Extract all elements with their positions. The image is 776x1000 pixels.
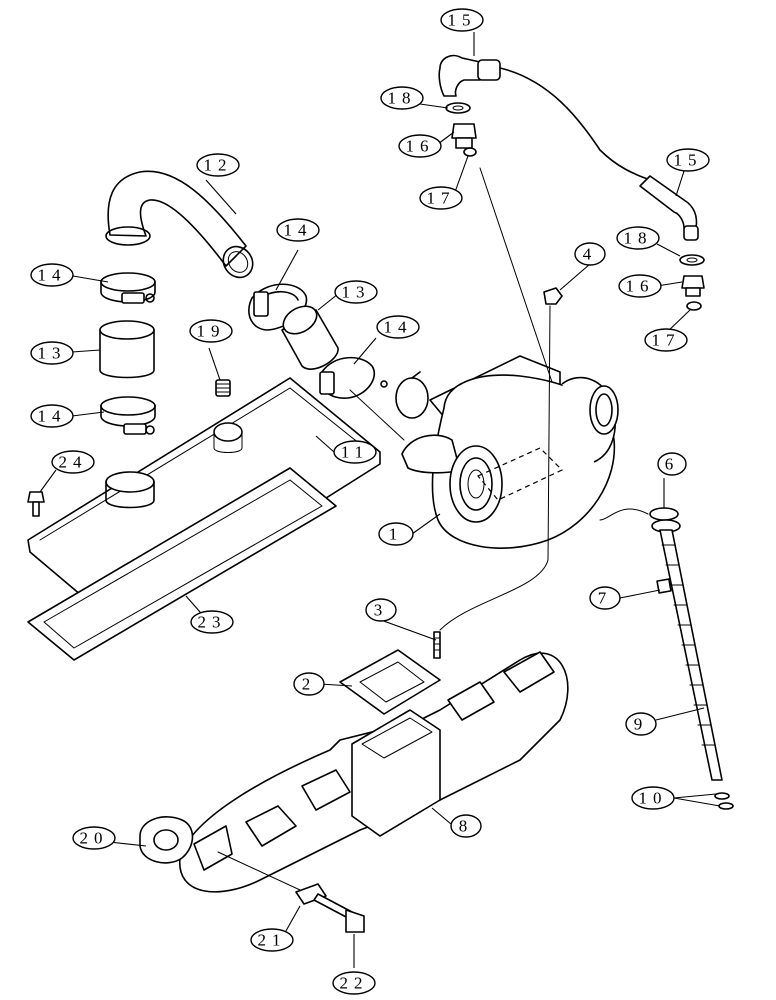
elbow-hose-part xyxy=(105,170,254,279)
callout-label: 7 xyxy=(598,589,613,608)
callout-2: 2 xyxy=(293,672,325,696)
callout-label: 22 xyxy=(340,974,369,993)
callout-label: 2 xyxy=(302,675,317,694)
callout-22: 22 xyxy=(332,971,376,995)
callout-16-top: 16 xyxy=(398,134,442,158)
bolt-part xyxy=(27,491,45,517)
nut-part xyxy=(543,287,563,305)
callout-label: 16 xyxy=(406,137,435,156)
callout-label: 14 xyxy=(384,318,413,337)
callout-label: 17 xyxy=(427,189,456,208)
callout-label: 19 xyxy=(197,322,226,341)
callout-label: 1 xyxy=(389,525,404,544)
washer-part xyxy=(679,254,705,266)
callout-label: 8 xyxy=(459,817,474,836)
adapter-fitting-part xyxy=(681,275,705,297)
callout-3: 3 xyxy=(365,598,397,622)
callout-label: 14 xyxy=(38,407,67,426)
callout-17-top: 17 xyxy=(419,186,463,210)
sleeve-part xyxy=(281,305,339,370)
callout-6: 6 xyxy=(657,452,687,476)
callout-20: 20 xyxy=(72,826,116,850)
callout-label: 9 xyxy=(634,715,649,734)
callout-label: 18 xyxy=(624,229,653,248)
adapter-fitting-part xyxy=(451,123,477,149)
callout-label: 3 xyxy=(374,601,389,620)
callout-label: 17 xyxy=(652,331,681,350)
gasket-part xyxy=(27,467,337,661)
callout-label: 18 xyxy=(388,89,417,108)
callout-14-middle-top: 14 xyxy=(276,218,320,242)
callout-label: 10 xyxy=(639,789,668,808)
callout-label: 21 xyxy=(258,931,287,950)
callout-19: 19 xyxy=(189,319,233,343)
callout-label: 12 xyxy=(204,156,233,175)
exhaust-manifold-part xyxy=(179,651,569,893)
callout-label: 13 xyxy=(38,344,67,363)
exhaust-gasket-part xyxy=(139,816,194,864)
callout-10: 10 xyxy=(631,786,675,810)
hose-clamp-part xyxy=(100,396,156,435)
callout-14-middle-right: 14 xyxy=(376,315,420,339)
callout-17-right: 17 xyxy=(644,328,688,352)
callout-23: 23 xyxy=(190,610,234,634)
callout-4: 4 xyxy=(574,242,606,266)
bolt-part xyxy=(313,893,365,933)
oil-drain-tube-part xyxy=(656,529,723,781)
oil-feed-tube-part xyxy=(639,175,699,241)
callout-label: 13 xyxy=(342,283,371,302)
stud-part xyxy=(433,631,441,659)
callout-label: 24 xyxy=(59,453,88,472)
lock-plate-part xyxy=(295,883,327,905)
callout-15-right: 15 xyxy=(666,148,710,172)
callout-label: 16 xyxy=(626,277,655,296)
callout-21: 21 xyxy=(250,928,294,952)
callout-1: 1 xyxy=(378,522,414,546)
callout-13-middle: 13 xyxy=(334,280,378,304)
callout-label: 15 xyxy=(448,11,477,30)
sleeve-part xyxy=(99,320,155,379)
callout-18-right: 18 xyxy=(616,226,660,250)
o-ring-part xyxy=(714,792,734,810)
callout-9: 9 xyxy=(625,712,657,736)
callout-label: 23 xyxy=(198,613,227,632)
callout-label: 14 xyxy=(284,221,313,240)
plug-part xyxy=(215,379,231,397)
callout-label: 11 xyxy=(341,443,369,462)
callout-18-top: 18 xyxy=(380,86,424,110)
hose-clamp-part xyxy=(319,356,388,399)
callout-15-top: 15 xyxy=(440,8,484,32)
o-ring-part xyxy=(463,147,477,157)
turbocharger-part xyxy=(395,355,619,549)
turbo-gasket-part xyxy=(339,649,441,715)
intake-manifold-part xyxy=(27,377,381,629)
callout-14-left-bottom: 14 xyxy=(30,404,74,428)
leader-lines xyxy=(39,32,721,968)
callout-8: 8 xyxy=(450,814,482,838)
callout-14-left-top: 14 xyxy=(30,263,74,287)
callout-12: 12 xyxy=(196,153,240,177)
callout-11: 11 xyxy=(333,440,377,464)
callout-label: 14 xyxy=(38,266,67,285)
callout-label: 15 xyxy=(674,151,703,170)
callout-label: 20 xyxy=(80,829,109,848)
callout-13-left: 13 xyxy=(30,341,74,365)
hose-clamp-part xyxy=(100,272,156,304)
callout-7: 7 xyxy=(589,586,621,610)
callout-label: 6 xyxy=(665,455,680,474)
drain-gasket-part xyxy=(649,507,681,533)
callout-16-right: 16 xyxy=(618,274,662,298)
callout-24: 24 xyxy=(51,450,95,474)
washer-part xyxy=(445,102,471,114)
oil-feed-tube-part xyxy=(438,54,651,181)
callout-label: 4 xyxy=(583,245,598,264)
o-ring-part xyxy=(686,301,702,311)
